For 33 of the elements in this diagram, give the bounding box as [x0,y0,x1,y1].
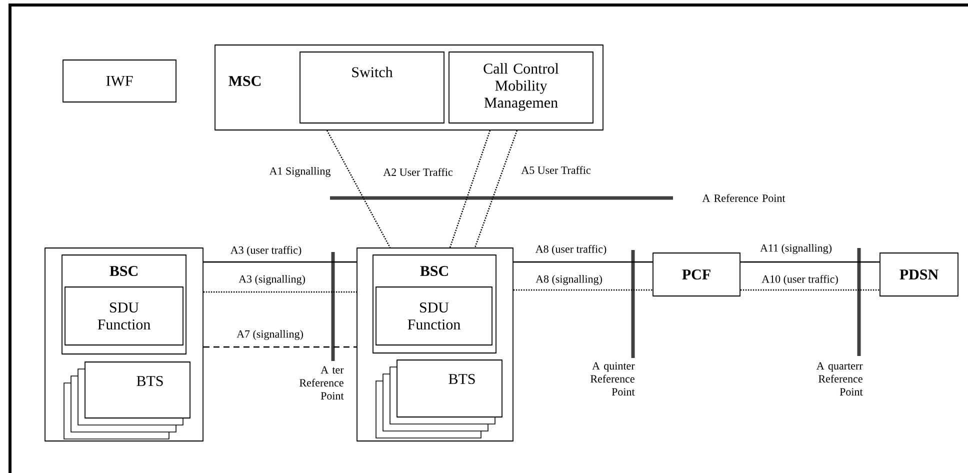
stacked-boxes: BTS [64,362,190,440]
connector-line [740,261,880,263]
process-box: PDSN [880,252,958,296]
connector-line [449,130,491,248]
edge-label: A2 User Traffic [382,167,454,177]
edge-label: A3 (signalling) [238,274,306,286]
connector-line [740,289,880,291]
reference-label: A quinter Reference Point [590,362,635,396]
reference-label: A ter Reference Point [300,366,344,400]
process-box: PCF [652,252,740,296]
edge-label: A5 User Traffic [520,165,592,175]
edge-label: A7 (signalling) [236,329,304,341]
edge-label: A11 (signalling) [759,243,833,255]
process-box: Switch [300,52,444,124]
edge-label: A10 (user traffic) [760,274,840,286]
reference-label: A Reference Point [702,194,786,202]
edge-label: A8 (user traffic) [534,244,608,256]
process-box: Call Control Mobility Managemen [448,52,594,124]
connector-line [203,261,357,263]
connector-line [513,289,653,291]
connector-line [203,291,357,293]
connector-line [326,130,391,248]
process-box: SDU Function [376,286,492,346]
reference-label: A quarterr Reference Point [816,362,863,396]
process-box: IWF [62,60,176,102]
process-box: SDU Function [64,286,184,346]
connector-line [474,130,518,248]
edge-label: A1 Signalling [268,166,332,178]
edge-label: A8 (signalling) [534,274,604,286]
edge-label: A3 (user traffic) [229,244,303,258]
stacked-boxes: BTS [376,360,502,438]
connector-line [513,261,653,263]
connector-line [203,346,357,348]
